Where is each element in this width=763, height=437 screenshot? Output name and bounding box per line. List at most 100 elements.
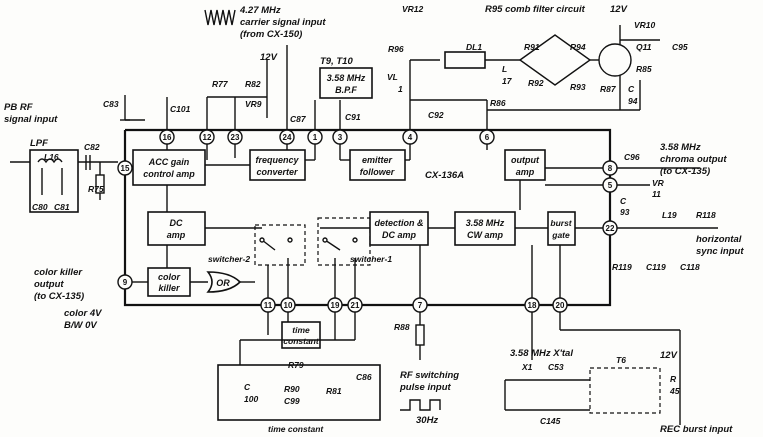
rf-switch-label-1: RF switching — [400, 370, 459, 381]
pin-number: 8 — [608, 164, 613, 173]
part-labels: C83 C101 R77 R82 VR9 C87 C91 C92 R86 VR1… — [32, 4, 716, 426]
part-label: R88 — [394, 322, 410, 332]
part-label: R90 — [284, 384, 300, 394]
rec-burst-label: REC burst input — [660, 424, 733, 435]
part-label: C86 — [356, 372, 372, 382]
detection-label-1: detection & — [374, 218, 423, 228]
carrier-label-3: (from CX-150) — [240, 29, 302, 40]
emitter-label-1: emitter — [362, 155, 393, 165]
part-label: 93 — [620, 207, 630, 217]
dcamp-label-2: amp — [167, 230, 186, 240]
part-label: R119 — [612, 262, 632, 272]
part-label: VR9 — [245, 99, 262, 109]
ic-pins — [117, 129, 618, 313]
chip-label: CX-136A — [425, 170, 464, 181]
part-label: R81 — [326, 386, 342, 396]
dc-amp-block — [147, 211, 206, 246]
cw-amp-block — [454, 211, 516, 246]
part-label: DL1 — [466, 42, 482, 52]
pin-number: 16 — [163, 133, 172, 142]
part-label: C — [620, 196, 627, 206]
acc-label-1: ACC gain — [148, 157, 190, 167]
or-gate — [206, 271, 242, 293]
part-label: C87 — [290, 114, 307, 124]
color-killer-block — [147, 267, 191, 297]
v12a-label: 12V — [260, 52, 278, 63]
block-labels: ACC gain control amp frequency converter… — [143, 73, 573, 346]
bpf-block — [319, 67, 373, 99]
hsync-label-1: horizontal — [696, 234, 742, 245]
killer-label-2: killer — [158, 283, 180, 293]
part-label: C96 — [624, 152, 640, 162]
part-label: L — [502, 64, 507, 74]
acc-gain-block — [132, 149, 206, 186]
bpf-label-2: B.P.F — [335, 85, 357, 95]
pin-number: 22 — [606, 224, 615, 233]
frequency-converter-block — [249, 149, 306, 181]
part-label: 11 — [652, 189, 661, 199]
bpf-label-1: 3.58 MHz — [327, 73, 366, 83]
killer-out-label-1: color killer — [34, 267, 83, 278]
color4v-label-2: B/W 0V — [64, 320, 97, 331]
part-label: Q11 — [636, 42, 652, 52]
part-label: C92 — [428, 110, 444, 120]
part-label: 94 — [628, 96, 638, 106]
function-blocks — [132, 67, 576, 349]
chroma-label-2: chroma output — [660, 154, 727, 165]
detection-block — [369, 211, 429, 246]
part-label: 45 — [669, 386, 680, 396]
part-label: C118 — [680, 262, 700, 272]
pin-number: 7 — [418, 301, 423, 310]
switcher1-label: switcher-1 — [350, 254, 392, 264]
burst-label-2: gate — [551, 230, 570, 240]
part-label: R79 — [288, 360, 304, 370]
xtal-label: 3.58 MHz X'tal — [510, 348, 573, 359]
part-label: R96 — [388, 44, 404, 54]
switcher2-label: switcher-2 — [208, 254, 250, 264]
burst-label-1: burst — [550, 218, 572, 228]
color4v-label-1: color 4V — [64, 308, 102, 319]
part-label: 1 — [398, 84, 403, 94]
part-label: C145 — [540, 416, 561, 426]
part-label: R92 — [528, 78, 544, 88]
pin-number: 3 — [338, 133, 343, 142]
pin-number: 4 — [408, 133, 413, 142]
freq-label-1: frequency — [255, 155, 299, 165]
freq-label-2: converter — [256, 167, 298, 177]
tc-label-2: constant — [283, 336, 320, 346]
output-label-1: output — [511, 155, 540, 165]
pin-number: 21 — [351, 301, 360, 310]
comb-label: R95 comb filter circuit — [485, 4, 586, 15]
emitter-label-2: follower — [360, 167, 395, 177]
part-label: VR — [652, 178, 665, 188]
pin-number: 18 — [528, 301, 537, 310]
part-label: R85 — [636, 64, 652, 74]
pin-number: 15 — [121, 164, 130, 173]
part-label: C — [628, 84, 635, 94]
pin-number: 24 — [283, 133, 292, 142]
hsync-label-2: sync input — [696, 246, 744, 257]
or-label: OR — [216, 278, 230, 288]
part-label: R93 — [570, 82, 586, 92]
output-label-2: amp — [516, 167, 535, 177]
ic-outline — [123, 128, 612, 307]
part-label: R — [670, 374, 677, 384]
signal-labels: 4.27 MHz carrier signal input (from CX-1… — [4, 4, 744, 435]
pin-number: 5 — [608, 181, 613, 190]
part-label: C81 — [54, 202, 70, 212]
pin-number: 19 — [331, 301, 340, 310]
rf-switch-label-2: pulse input — [399, 382, 452, 393]
cw-label-1: 3.58 MHz — [466, 218, 505, 228]
part-label: VL — [387, 72, 398, 82]
v12b-label: 12V — [610, 4, 628, 15]
part-label: R91 — [524, 42, 540, 52]
part-label: R75 — [88, 184, 104, 194]
part-label: C99 — [284, 396, 300, 406]
tc-label-1: time — [292, 325, 310, 335]
switcher-boxes — [254, 217, 371, 266]
part-label: C83 — [103, 99, 119, 109]
carrier-label-2: carrier signal input — [240, 17, 326, 28]
part-label: X1 — [521, 362, 533, 372]
